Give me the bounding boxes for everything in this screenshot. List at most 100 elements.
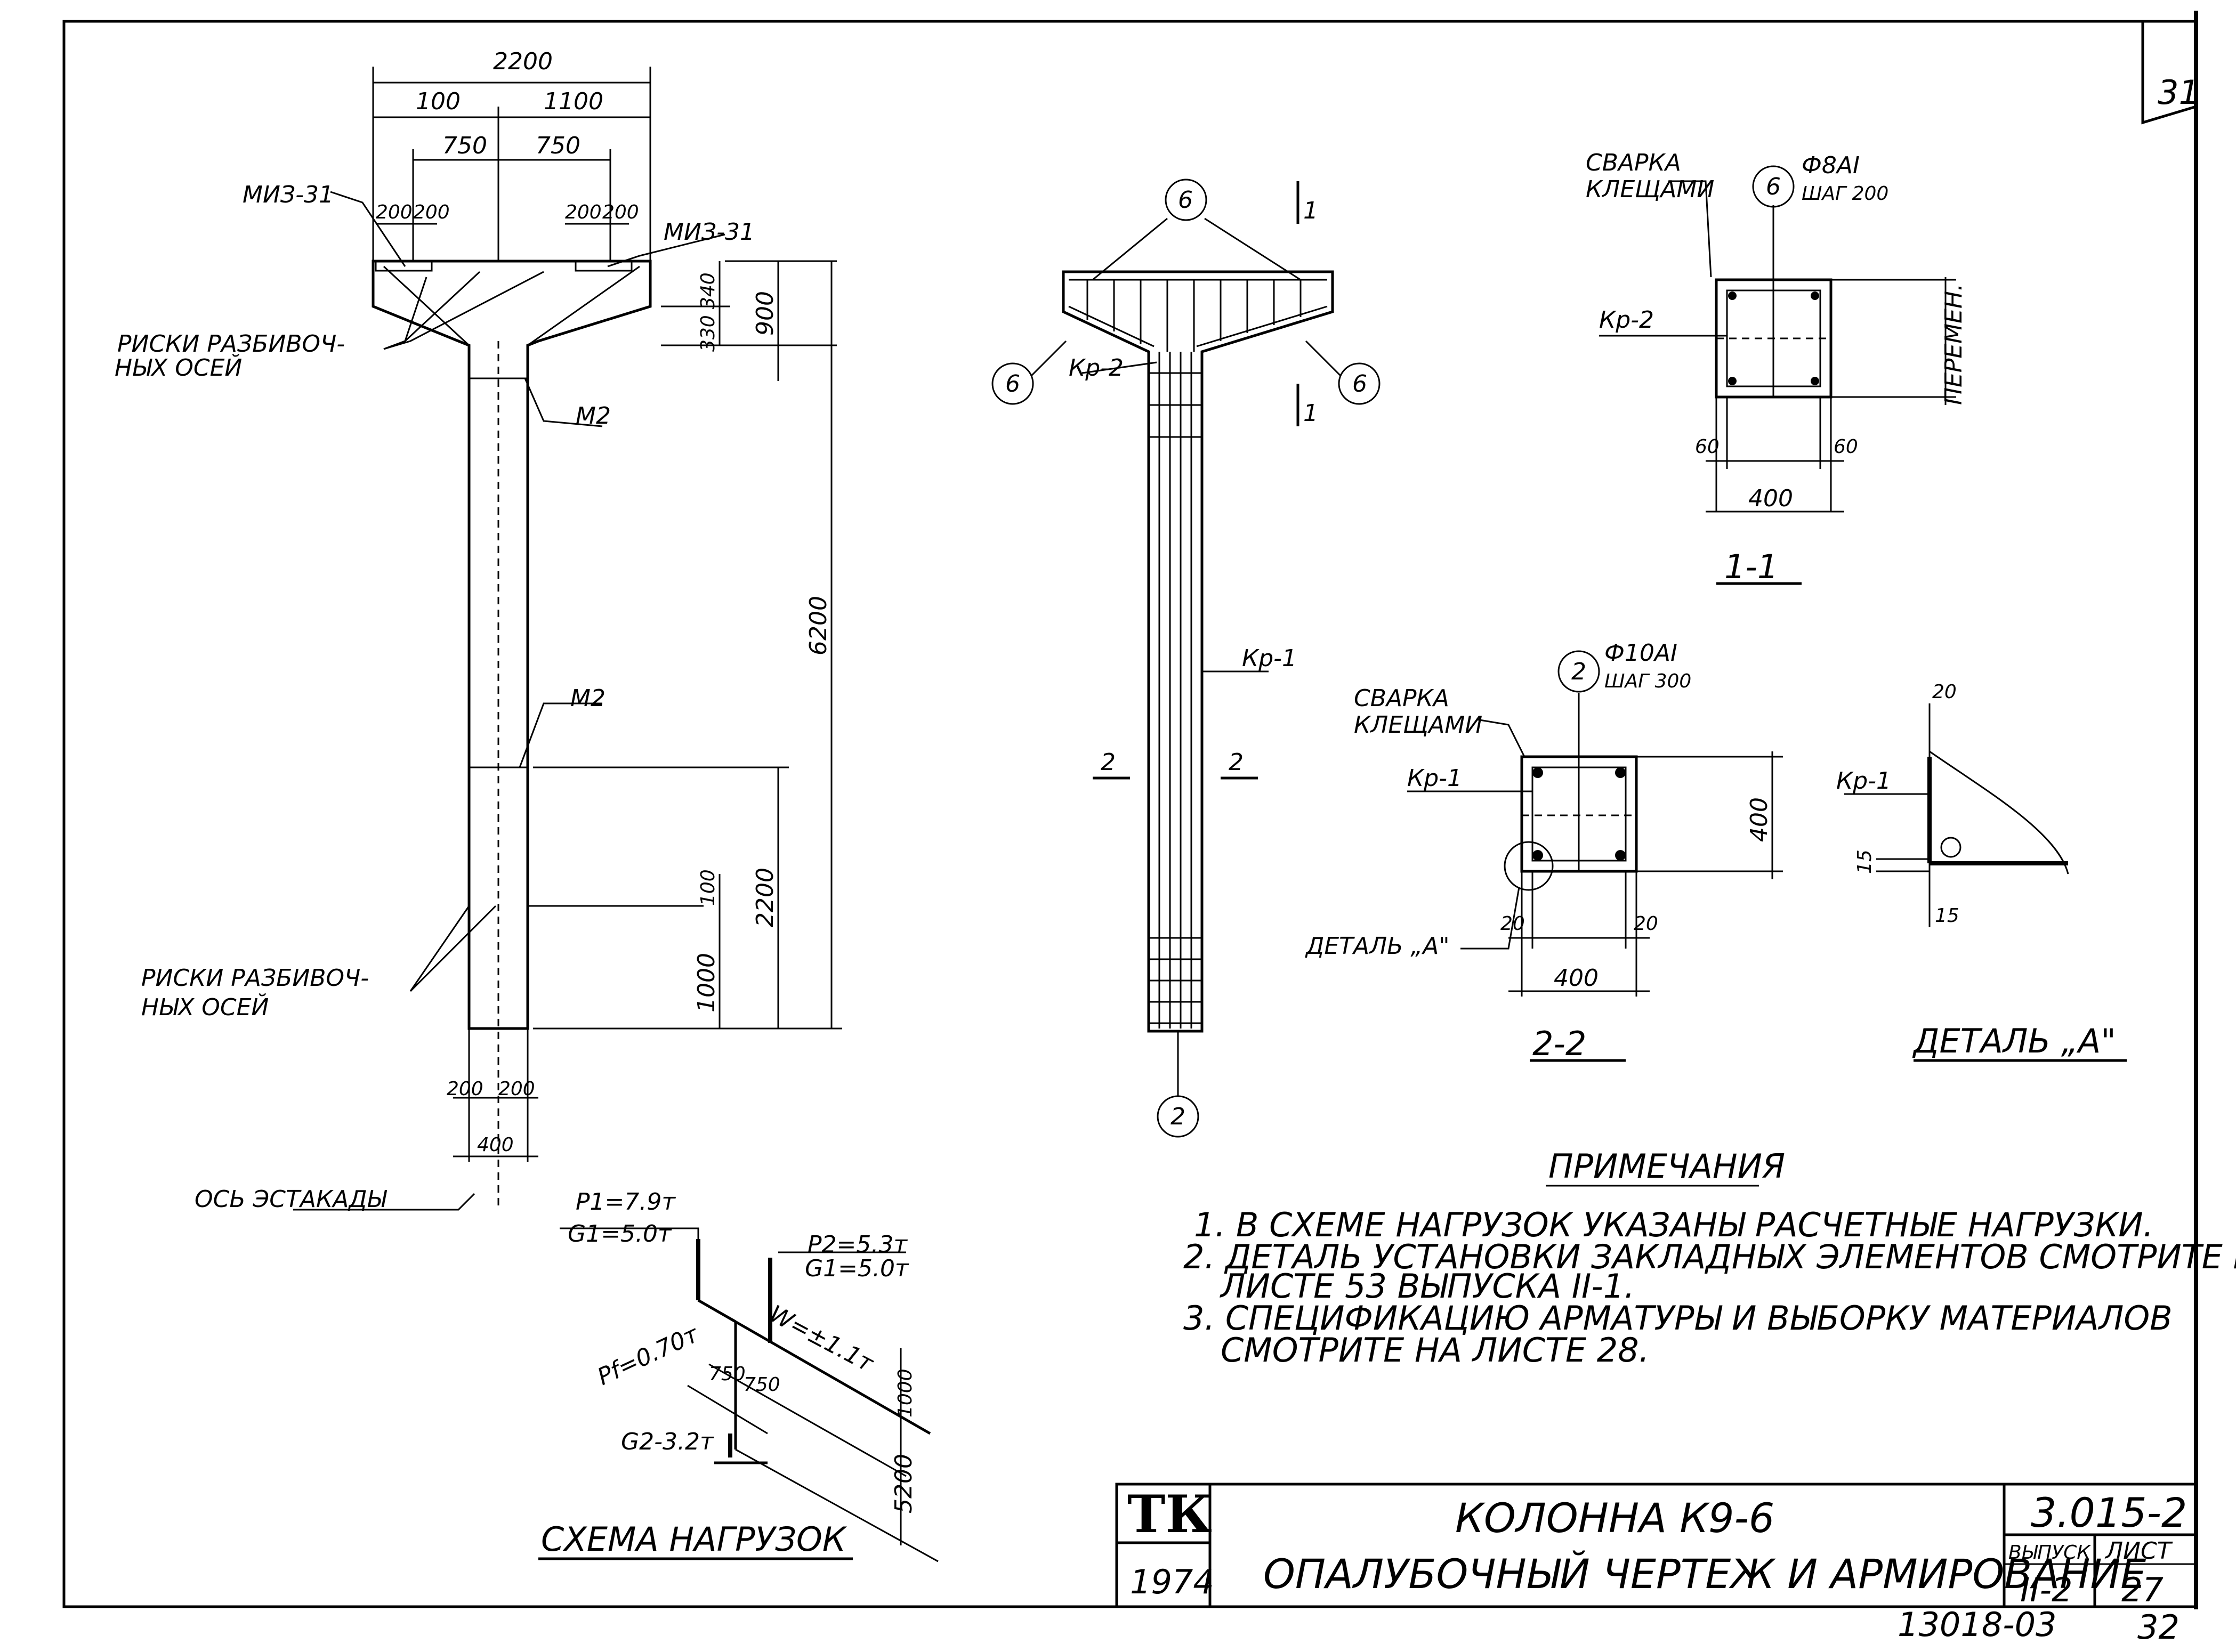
dim-750-left: 750 (442, 132, 487, 159)
section-mark-1-top: 1 (1303, 197, 1318, 224)
issue-value: II-2 (2020, 1570, 2072, 1609)
load-dim-750-b: 750 (744, 1374, 780, 1396)
section-mark-1-bottom: 1 (1303, 400, 1318, 427)
detail-kr1: Кр-1 (1836, 767, 1891, 795)
dim-900: 900 (752, 291, 779, 336)
corner-number: 31 (2158, 73, 2200, 112)
load-pf: Pf=0.70т (593, 1321, 703, 1391)
doc-code: 3.015-2 (2031, 1489, 2187, 1536)
s22-mark: 2 (1571, 658, 1586, 685)
page-number: 32 (2137, 1608, 2180, 1647)
label-miz-left: МИЗ-31 (243, 181, 334, 208)
s22-dim-400-v: 400 (1746, 797, 1773, 842)
notes-heading: ПРИМЕЧАНИЯ (1548, 1147, 1785, 1186)
dim-100-lower: 100 (697, 869, 719, 906)
dim-1100: 1100 (544, 88, 603, 115)
sheet-label: ЛИСТ (2104, 1537, 2173, 1565)
load-g2: G1=5.0т (805, 1255, 909, 1282)
dim-200-c: 200 (565, 201, 602, 223)
s11-kr2: Кр-2 (1599, 306, 1654, 334)
load-scheme (538, 1227, 939, 1562)
label-riski-top-2: НЫХ ОСЕЙ (115, 353, 242, 382)
s22-dim-400: 400 (1554, 965, 1599, 992)
s22-detail-label: ДЕТАЛЬ „А" (1305, 933, 1450, 960)
load-gz: G2-3.2т (621, 1428, 714, 1455)
section-2-2 (1407, 650, 1783, 1062)
section-mark-2-right: 2 (1229, 749, 1244, 776)
reinforcement-view (991, 179, 1381, 1138)
section-1-1 (1599, 165, 1956, 585)
label-m2-top: М2 (576, 402, 611, 430)
mark-6-left: 6 (1005, 370, 1020, 398)
section-mark-2-left: 2 (1101, 749, 1116, 776)
note-2-line-2: ЛИСТЕ 53 ВЫПУСКА II-1. (1220, 1267, 1635, 1306)
load-p1: P1=7.9т (576, 1188, 676, 1216)
sheet-value: 27 (2121, 1570, 2164, 1609)
note-1: 1. В СХЕМЕ НАГРУЗОК УКАЗАНЫ РАСЧЕТНЫЕ НА… (1194, 1205, 2153, 1244)
dim-400: 400 (477, 1134, 514, 1156)
s11-peremen: ПЕРЕМЕН. (1940, 284, 1967, 405)
load-p2: P2=5.3т (808, 1231, 908, 1258)
s11-title: 1-1 (1724, 547, 1778, 586)
label-kr1-view: Кр-1 (1242, 645, 1297, 672)
s11-dim-60-left: 60 (1695, 436, 1720, 458)
dim-200-a: 200 (376, 201, 413, 223)
dim-200-b: 200 (413, 201, 450, 223)
logo-tk: ТК (1127, 1484, 1212, 1544)
mark-2-bottom: 2 (1171, 1103, 1185, 1130)
dim-200-d: 200 (602, 201, 639, 223)
note-2-line-1: 2. ДЕТАЛЬ УСТАНОВКИ ЗАКЛАДНЫХ ЭЛЕМЕНТОВ … (1183, 1237, 2236, 1276)
dim-200-e: 200 (447, 1078, 483, 1100)
dim-330: 330 (697, 315, 719, 352)
inventory-number: 13018-03 (1898, 1605, 2057, 1644)
column-elevation (293, 67, 842, 1211)
detail-dim-20: 20 (1932, 681, 1957, 703)
s22-kr1: Кр-1 (1407, 765, 1462, 792)
s22-dim-20-left: 20 (1500, 913, 1525, 935)
load-dim-1000: 1000 (894, 1368, 916, 1418)
label-riski-bottom-2: НЫХ ОСЕЙ (141, 993, 269, 1021)
note-3-line-2: СМОТРИТЕ НА ЛИСТЕ 28. (1221, 1331, 1649, 1370)
dim-2200-lower: 2200 (752, 868, 779, 927)
s22-dim-20-right: 20 (1634, 913, 1658, 935)
mark-6-top: 6 (1178, 187, 1193, 214)
s11-dim-400: 400 (1748, 485, 1793, 512)
dim-2200-top: 2200 (493, 48, 553, 75)
detail-a (1844, 703, 2127, 1062)
load-dim-750-a: 750 (709, 1363, 746, 1385)
drawing-frame (62, 11, 2198, 1609)
dim-1000: 1000 (693, 953, 720, 1013)
s22-step: ШАГ 300 (1604, 670, 1691, 692)
dim-750-right: 750 (536, 132, 580, 159)
s11-svarka-2: КЛЕЩАМИ (1586, 176, 1714, 203)
dim-340: 340 (697, 272, 719, 309)
title-line-2: ОПАЛУБОЧНЫЙ ЧЕРТЕЖ И АРМИРОВАНИЕ (1263, 1550, 2146, 1598)
load-g1: G1=5.0т (568, 1220, 672, 1248)
s11-bar: Ф8АI (1802, 152, 1860, 179)
dim-200-f: 200 (498, 1078, 535, 1100)
label-os-estakady: ОСЬ ЭСТАКАДЫ (195, 1186, 388, 1213)
detail-dim-15-b: 15 (1935, 905, 1959, 927)
title-line-1: КОЛОННА К9-6 (1455, 1494, 1774, 1542)
s22-title: 2-2 (1532, 1024, 1586, 1063)
label-kr2-view: Кр-2 (1069, 354, 1124, 382)
note-3-line-1: 3. СПЕЦИФИКАЦИЮ АРМАТУРЫ И ВЫБОРКУ МАТЕР… (1183, 1299, 2173, 1338)
label-miz-right: МИЗ-31 (664, 218, 755, 246)
issue-label: ВЫПУСК (2008, 1542, 2091, 1564)
s11-svarka-1: СВАРКА (1586, 149, 1681, 176)
s22-svarka-1: СВАРКА (1354, 685, 1449, 712)
load-scheme-title: СХЕМА НАГРУЗОК (541, 1520, 847, 1559)
s11-dim-60-right: 60 (1834, 436, 1858, 458)
label-riski-bottom-1: РИСКИ РАЗБИВОЧ- (141, 965, 369, 992)
s22-bar: Ф10АI (1604, 639, 1677, 667)
load-w: W=±1.1т (765, 1300, 878, 1378)
detail-a-title: ДЕТАЛЬ „А" (1912, 1022, 2116, 1060)
s11-step: ШАГ 200 (1802, 183, 1888, 205)
label-m2-mid: М2 (570, 685, 606, 712)
detail-dim-15-a: 15 (1854, 849, 1876, 874)
dim-100: 100 (416, 88, 461, 115)
dim-6200: 6200 (805, 596, 832, 655)
load-dim-5200: 5200 (890, 1454, 917, 1513)
title-year: 1974 (1130, 1562, 1214, 1601)
